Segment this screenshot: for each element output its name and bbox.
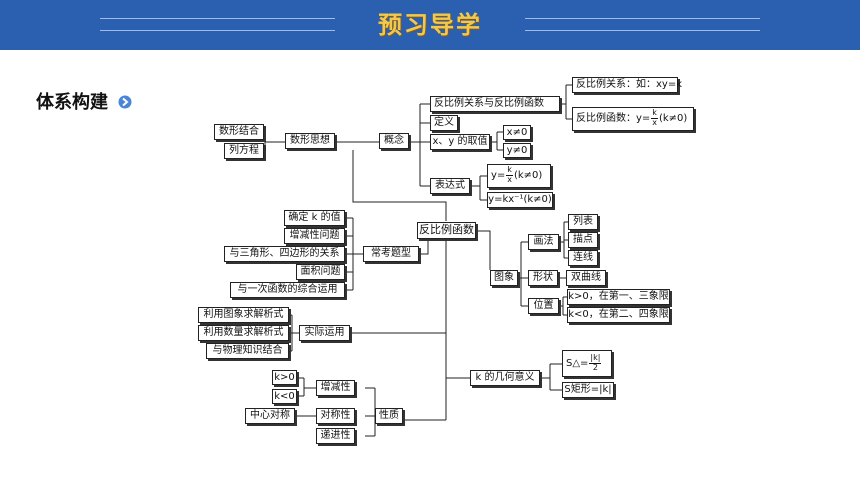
node-lie-fangcheng: 列方程 — [224, 143, 264, 159]
expr1-denominator: x — [507, 174, 512, 184]
expr1-numerator: k — [506, 165, 513, 176]
s-tri-numerator: |k| — [589, 353, 602, 364]
node-k-jihe-yiyi: k 的几何意义 — [470, 370, 540, 386]
node-k-gt-0-pos: k>0，在第一、三象限 — [567, 289, 670, 305]
banner-rule — [525, 18, 760, 19]
node-zhongxin-duicheng: 中心对称 — [245, 408, 295, 424]
def-numerator: k — [651, 108, 658, 119]
node-s-tri: S△=|k|2 — [562, 350, 612, 377]
node-k-gt-0: k>0 — [272, 370, 297, 385]
s-tri-prefix: S△= — [566, 358, 589, 369]
node-fanbili-guanxi-hanshu: 反比例关系与反比例函数 — [430, 96, 560, 112]
node-fanbili-guanxi-def: 反比例关系：如：xy=k — [572, 77, 682, 93]
node-changkao-tixing: 常考题型 — [363, 246, 419, 262]
s-tri-fraction: |k|2 — [589, 353, 602, 372]
def-prefix: 反比例函数：y= — [576, 113, 651, 124]
node-k-lt-0: k<0 — [272, 389, 297, 404]
node-x-ne-0: x≠0 — [503, 125, 531, 140]
node-xingzhi: 性质 — [375, 408, 403, 424]
section-heading: 体系构建 — [36, 88, 132, 114]
node-fanbili-hanshu: 反比例函数 — [417, 222, 476, 239]
node-weizhi: 位置 — [528, 298, 559, 314]
node-huafa: 画法 — [528, 234, 559, 250]
section-title: 体系构建 — [36, 92, 108, 113]
node-duichengxing: 对称性 — [316, 408, 355, 424]
node-liebiao: 列表 — [568, 214, 598, 230]
node-lianxian: 连线 — [568, 250, 598, 266]
node-y-ne-0: y≠0 — [503, 143, 531, 158]
node-biaodashi: 表达式 — [430, 178, 470, 194]
node-expr2: y=kx⁻¹(k≠0) — [487, 192, 553, 208]
node-xy-quzhi: x、y 的取值 — [430, 134, 490, 150]
node-zengjian-wenti: 增减性问题 — [284, 228, 345, 244]
node-yici-hanshu: 与一次函数的综合运用 — [230, 282, 345, 298]
node-shuliang-jiexi: 利用数量求解析式 — [198, 325, 289, 341]
node-shiji-yunyong: 实际运用 — [299, 325, 350, 341]
node-tuxiang-jiexi: 利用图象求解析式 — [198, 307, 289, 323]
node-queding-k: 确定 k 的值 — [284, 210, 345, 226]
node-k-lt-0-pos: k<0，在第二、四象限 — [567, 307, 670, 323]
node-tuxiang: 图象 — [490, 270, 518, 286]
node-mianji-wenti: 面积问题 — [296, 264, 345, 280]
node-dingyi: 定义 — [430, 115, 458, 131]
node-xingzhuang: 形状 — [528, 270, 558, 286]
node-zengjianxing: 增减性 — [316, 380, 355, 396]
page-title: 预习导学 — [378, 11, 482, 39]
node-shuxing-sixiang: 数形思想 — [285, 133, 335, 149]
expr1-suffix: (k≠0) — [513, 170, 543, 181]
banner-rule — [525, 30, 760, 31]
def-denominator: x — [652, 117, 657, 127]
def-suffix: (k≠0) — [658, 113, 688, 124]
node-gainian: 概念 — [379, 133, 409, 149]
node-wuli-zhishi: 与物理知识结合 — [206, 343, 289, 359]
expr1-prefix: y= — [491, 170, 506, 181]
banner-rule — [100, 30, 335, 31]
node-miaodian: 描点 — [568, 232, 598, 248]
header-banner: 预习导学 — [0, 0, 860, 50]
node-jianjinxing: 递进性 — [316, 428, 355, 444]
node-sanjiao-sibian: 与三角形、四边形的关系 — [224, 246, 345, 262]
banner-rule — [100, 18, 335, 19]
node-shuxing-jiehe: 数形结合 — [214, 124, 264, 140]
node-s-rect: S矩形=|k| — [562, 382, 614, 398]
node-shuangquxian: 双曲线 — [566, 270, 606, 286]
chevron-right-icon — [118, 95, 132, 109]
s-tri-denominator: 2 — [592, 362, 598, 372]
